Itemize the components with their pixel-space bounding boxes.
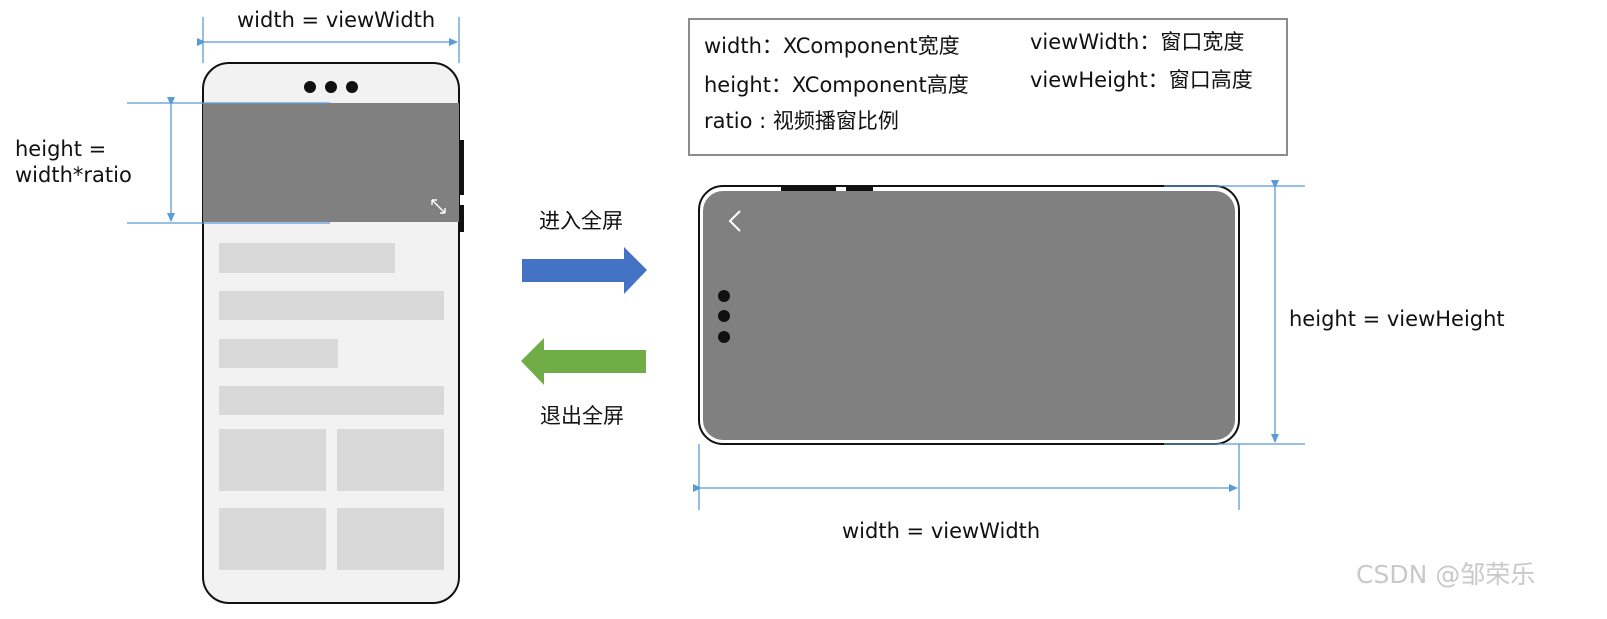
landscape-video-area: [703, 191, 1235, 440]
placeholder-bar-1: [219, 243, 395, 273]
expand-arrows-icon[interactable]: [431, 199, 446, 214]
portrait-phone: [202, 62, 464, 604]
watermark: CSDN @邹荣乐: [1356, 560, 1536, 589]
back-chevron-icon[interactable]: [728, 210, 741, 232]
placeholder-bar-3: [219, 339, 338, 368]
placeholder-tile-4: [337, 508, 444, 570]
portrait-video-area: [203, 103, 459, 222]
enter-fullscreen-label: 进入全屏: [539, 209, 623, 233]
placeholder-tile-2: [337, 429, 444, 491]
portrait-height-dimension: [127, 97, 330, 224]
legend-width-def: width：XComponent宽度: [704, 34, 960, 58]
legend-box: [688, 18, 1288, 156]
landscape-top-button-2: [846, 185, 873, 192]
landscape-width-dimension: [693, 444, 1240, 510]
placeholder-tile-3: [219, 508, 326, 570]
landscape-phone: [698, 185, 1240, 445]
landscape-height-label: height = viewHeight: [1289, 307, 1505, 331]
placeholder-tile-1: [219, 429, 326, 491]
placeholder-bar-4: [219, 386, 444, 415]
landscape-top-button-1: [781, 185, 836, 192]
exit-fullscreen-label: 退出全屏: [540, 404, 624, 428]
legend-viewwidth-def: viewWidth：窗口宽度: [1030, 30, 1245, 54]
landscape-width-label: width = viewWidth: [842, 519, 1041, 543]
legend-viewheight-def: viewHeight：窗口高度: [1030, 68, 1253, 92]
legend-ratio-def: ratio : 视频播窗比例: [704, 109, 899, 133]
placeholder-bar-2: [219, 291, 444, 320]
exit-fullscreen-arrow: [521, 338, 646, 385]
portrait-height-label-line1: height =: [15, 137, 107, 161]
enter-fullscreen-arrow: [522, 247, 647, 294]
portrait-side-button-bottom: [458, 205, 464, 232]
portrait-width-dimension: [197, 17, 460, 63]
portrait-side-button-top: [458, 140, 464, 195]
portrait-width-label: width = viewWidth: [237, 8, 436, 32]
three-dots-icon: [718, 290, 730, 343]
landscape-height-dimension: [1164, 180, 1305, 445]
three-dots-icon: [304, 81, 358, 93]
legend-height-def: height：XComponent高度: [704, 73, 969, 97]
portrait-height-label-line2: width*ratio: [15, 163, 132, 187]
